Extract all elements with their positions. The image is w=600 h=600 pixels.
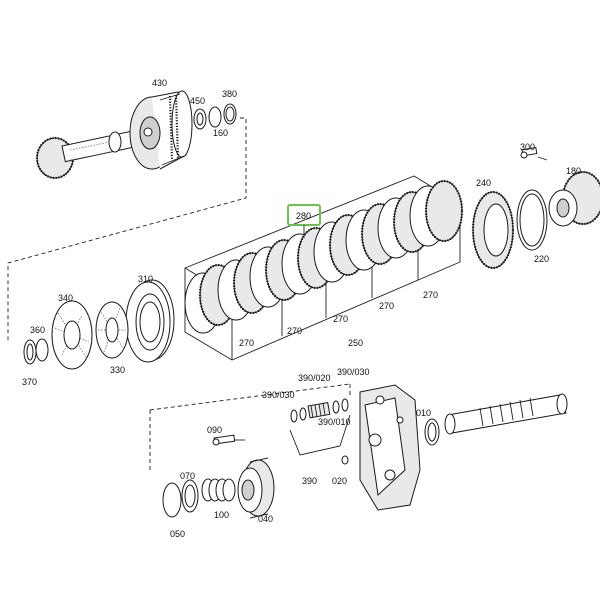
label-160: 160 [213,128,228,138]
label-250: 250 [348,338,363,348]
label-310: 310 [138,274,153,284]
part-bolt-300[interactable] [520,146,538,159]
part-bolt-090[interactable] [212,434,236,446]
part-shaft-gear-top[interactable] [35,130,135,180]
connector-line-top [7,117,247,340]
label-270-3: 270 [333,314,348,324]
label-240: 240 [476,178,491,188]
label-270-1: 270 [239,338,254,348]
label-330: 330 [110,365,125,375]
label-090: 090 [207,425,222,435]
part-ring-220[interactable] [516,189,548,251]
part-snap-ring-160[interactable] [223,103,237,125]
label-370: 370 [22,377,37,387]
label-040: 040 [258,514,273,524]
label-430: 430 [152,78,167,88]
label-270-2: 270 [287,326,302,336]
label-280[interactable]: 280 [296,211,311,221]
label-390-030-right: 390/030 [337,367,370,377]
part-input-shaft[interactable] [444,393,568,435]
label-180: 180 [566,166,581,176]
part-gear-hub-180[interactable] [548,170,600,227]
label-100: 100 [214,510,229,520]
part-plug-020[interactable] [341,455,349,465]
part-spring-retainer-330[interactable] [95,301,129,359]
label-050: 050 [170,529,185,539]
label-390-010: 390/010 [318,417,351,427]
part-group-390[interactable] [290,398,349,423]
part-snap-ring-050[interactable] [162,482,182,518]
label-380: 380 [222,89,237,99]
label-390-020: 390/020 [298,373,331,383]
label-390: 390 [302,476,317,486]
part-ring-070[interactable] [181,479,199,513]
label-360: 360 [30,325,45,335]
label-220: 220 [534,254,549,264]
part-ring-380[interactable] [208,106,222,128]
part-disc-240[interactable] [471,190,515,270]
part-clutch-plates[interactable] [184,179,464,334]
label-450: 450 [190,96,205,106]
connector-line-bottom [149,383,351,411]
label-270-5: 270 [423,290,438,300]
part-housing[interactable] [359,384,421,511]
label-300: 300 [520,142,535,152]
label-390-030-left: 390/030 [262,390,295,400]
label-070: 070 [180,471,195,481]
part-snap-ring-370[interactable] [23,339,37,365]
part-disc-spring-340[interactable] [51,300,93,370]
label-020: 020 [332,476,347,486]
part-ring-360[interactable] [35,338,49,362]
part-piston-310[interactable] [125,279,175,363]
label-010: 010 [416,408,431,418]
part-seal-ring-010[interactable] [424,418,440,446]
part-cover-040[interactable] [237,457,275,519]
part-ring-450[interactable] [193,108,207,130]
part-clutch-drum-430[interactable] [129,90,193,170]
label-340: 340 [58,293,73,303]
label-270-4: 270 [379,301,394,311]
part-spring-100[interactable] [201,478,236,502]
